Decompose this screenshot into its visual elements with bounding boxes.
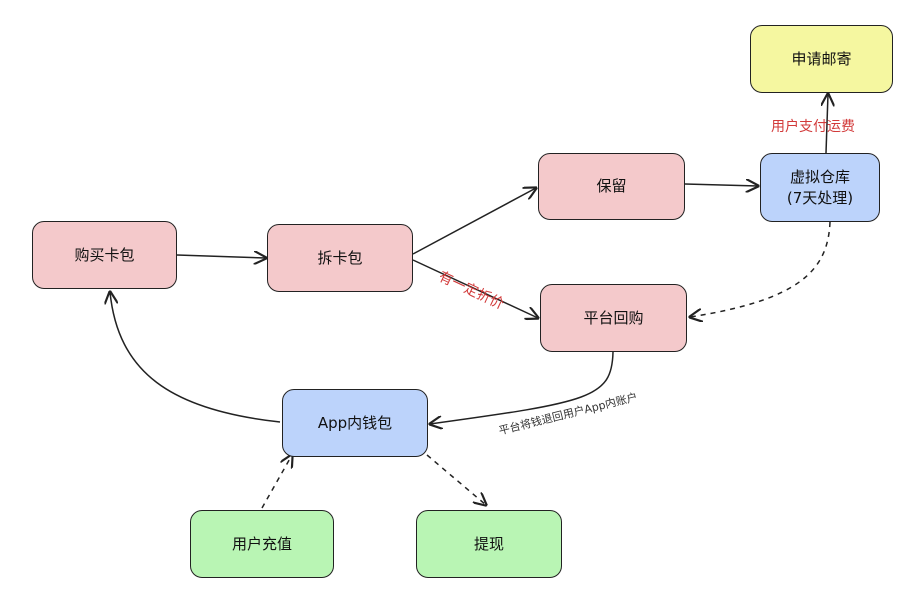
arrow-recharge-to-wallet: [261, 455, 292, 509]
arrow-wallet-to-withdraw: [426, 454, 486, 505]
node-platform-buyback: 平台回购: [540, 284, 687, 352]
node-open-pack: 拆卡包: [267, 224, 413, 292]
node-app-wallet-label: App内钱包: [317, 413, 393, 432]
node-user-recharge-label: 用户充值: [231, 534, 292, 553]
node-platform-buyback-label: 平台回购: [583, 308, 644, 327]
node-user-recharge: 用户充值: [190, 510, 334, 578]
node-keep: 保留: [538, 153, 685, 220]
node-app-wallet: App内钱包: [282, 389, 428, 457]
node-virtual-warehouse: 虚拟仓库 (7天处理): [760, 153, 880, 222]
arrow-buyback-to-wallet: [430, 351, 614, 424]
node-keep-label: 保留: [596, 177, 627, 196]
arrow-keep-to-warehouse: [684, 184, 758, 186]
node-open-pack-label: 拆卡包: [317, 248, 363, 267]
node-apply-mail: 申请邮寄: [750, 25, 893, 93]
arrow-warehouse-to-mail: [826, 94, 828, 154]
arrow-wallet-to-buy: [110, 292, 281, 423]
arrow-warehouse-to-buyback: [690, 221, 831, 317]
label-shipping-fee: 用户支付运费: [771, 119, 855, 135]
node-virtual-warehouse-line1: 虚拟仓库: [789, 168, 850, 187]
arrow-buy-to-open: [176, 255, 266, 258]
node-buy-pack: 购买卡包: [32, 221, 177, 289]
node-buy-pack-label: 购买卡包: [74, 245, 135, 264]
node-virtual-warehouse-line2: (7天处理): [786, 188, 854, 207]
arrow-open-to-keep: [412, 188, 536, 255]
node-withdraw-label: 提现: [473, 534, 504, 553]
node-withdraw: 提现: [416, 510, 562, 578]
node-apply-mail-label: 申请邮寄: [791, 49, 852, 68]
arrow-open-to-buyback: [412, 259, 538, 318]
